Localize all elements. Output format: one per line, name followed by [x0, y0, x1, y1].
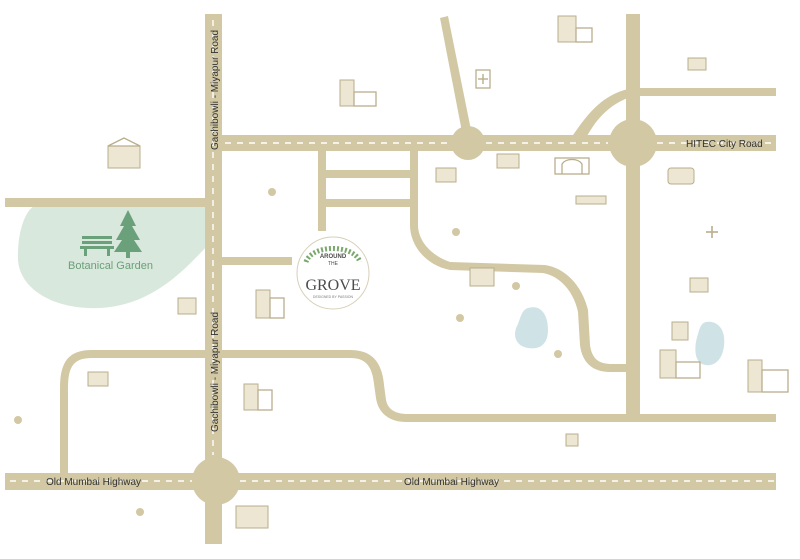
road-network — [5, 14, 776, 544]
poi-dots — [14, 188, 562, 516]
road-label-gachibowli-lower: Gachibowli - Miyapur Road — [210, 312, 221, 432]
hospital-icon — [475, 69, 491, 89]
building-icon — [87, 371, 109, 387]
building-icon — [671, 321, 689, 341]
building-icon — [689, 277, 709, 293]
gateway-icon — [554, 157, 590, 175]
building-icon — [235, 505, 269, 529]
road-label-old-mumbai-center: Old Mumbai Highway — [404, 477, 499, 488]
building-icon — [339, 79, 377, 107]
building-icon — [243, 383, 273, 411]
building-icon — [469, 267, 495, 287]
building-icon — [687, 57, 707, 71]
tree-icon — [114, 210, 142, 258]
building-icon — [107, 137, 141, 169]
garden-label: Botanical Garden — [68, 260, 153, 272]
logo-line2: THE — [328, 261, 339, 267]
building-icon — [747, 359, 789, 393]
lake-east — [515, 307, 548, 349]
building-icon — [557, 15, 593, 43]
bench-icon — [80, 236, 114, 256]
road-label-gachibowli-upper: Gachibowli - Miyapur Road — [210, 30, 221, 150]
project-logo: AROUND THE GROVE DESIGNED BY PASSION — [296, 236, 370, 310]
building-icon — [435, 167, 457, 183]
building-icon — [659, 349, 701, 379]
logo-line1: AROUND — [320, 254, 347, 260]
building-icon — [255, 289, 285, 319]
building-icon — [565, 433, 579, 447]
road-label-old-mumbai-left: Old Mumbai Highway — [46, 477, 141, 488]
hospital-cross-icon — [706, 226, 718, 238]
botanical-garden-area — [17, 206, 208, 309]
logo-line3: GROVE — [305, 277, 360, 294]
road-label-hitec-city: HITEC City Road — [686, 139, 763, 150]
logo-tagline: DESIGNED BY PASSION — [313, 295, 354, 299]
building-icon — [575, 195, 607, 205]
building-icon — [177, 297, 197, 315]
building-icon — [667, 167, 695, 185]
building-icon — [496, 153, 520, 169]
lake-far-east — [695, 321, 725, 366]
